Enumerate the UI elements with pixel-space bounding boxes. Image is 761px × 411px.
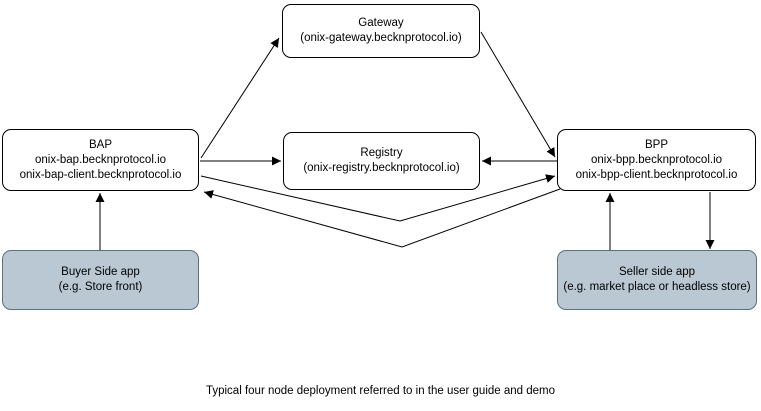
bap-client-domain: onix-bap-client.becknprotocol.io	[19, 168, 182, 181]
bap-domain: onix-bap.becknprotocol.io	[34, 153, 167, 166]
seller-app-example: (e.g. market place or headless store)	[563, 281, 751, 293]
bpp-domain: onix-bpp.becknprotocol.io	[590, 153, 723, 166]
arrow-gateway-to-bpp	[480, 31, 556, 158]
registry-domain: (onix-registry.becknprotocol.io)	[303, 162, 460, 174]
arrow-bap-to-gateway	[200, 37, 280, 159]
node-bap: BAP onix-bap.becknprotocol.io onix-bap-c…	[2, 129, 199, 191]
node-gateway: Gateway (onix-gateway.becknprotocol.io)	[282, 4, 480, 58]
node-seller-side-app: Seller side app (e.g. market place or he…	[557, 250, 757, 310]
buyer-app-title: Buyer Side app	[61, 266, 140, 278]
arrow-bpp-to-bap	[203, 188, 561, 248]
node-bpp: BPP onix-bpp.becknprotocol.io onix-bpp-c…	[557, 129, 756, 191]
bap-title: BAP	[88, 138, 112, 151]
bpp-title: BPP	[644, 138, 668, 151]
gateway-domain: (onix-gateway.becknprotocol.io)	[300, 32, 462, 44]
buyer-app-example: (e.g. Store front)	[58, 281, 143, 293]
registry-title: Registry	[360, 147, 403, 159]
bpp-client-domain: onix-bpp-client.becknprotocol.io	[575, 168, 738, 181]
node-registry: Registry (onix-registry.becknprotocol.io…	[283, 132, 480, 190]
diagram-caption: Typical four node deployment referred to…	[205, 385, 556, 397]
node-buyer-side-app: Buyer Side app (e.g. Store front)	[2, 250, 199, 310]
arrow-bap-to-bpp	[200, 174, 556, 222]
seller-app-title: Seller side app	[618, 266, 696, 278]
gateway-title: Gateway	[358, 17, 404, 29]
